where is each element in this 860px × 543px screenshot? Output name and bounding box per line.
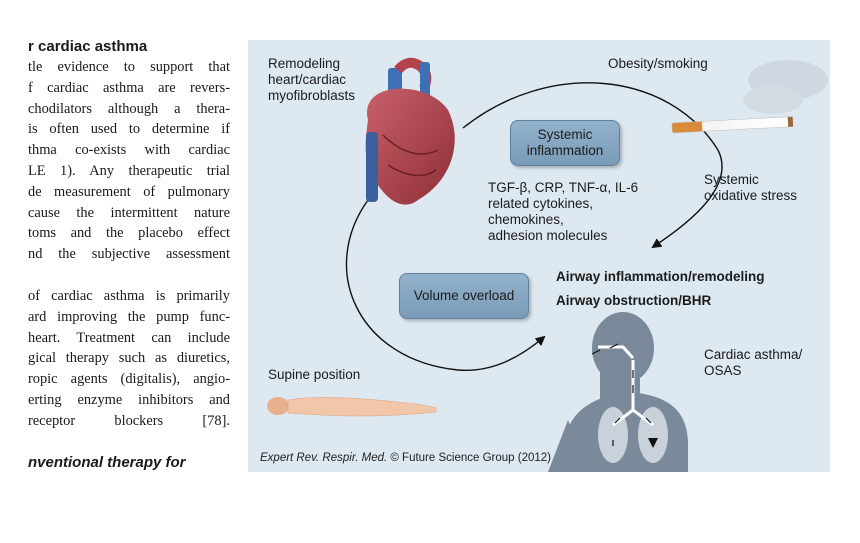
text-line: tle evidence to support that (28, 59, 230, 75)
text-line: of cardiac asthma is primarily (28, 288, 230, 304)
oxidative-stress-label: Systemic oxidative stress (704, 172, 798, 203)
smoke-cloud (743, 60, 828, 114)
figure-caption: Expert Rev. Respir. Med. © Future Scienc… (260, 452, 551, 464)
caption-copyright: © Future Science Group (2012) (387, 452, 551, 464)
caption-journal: Expert Rev. Respir. Med. (260, 452, 388, 464)
airway-inflammation-label: Airway inflammation/remodeling (556, 269, 765, 284)
article-text-column: r cardiac asthma tle evidence to support… (0, 38, 240, 478)
text-line: heart. Treatment can include (28, 329, 230, 346)
text-line: chodilators although a thera- (28, 100, 230, 117)
supine-body-illustration (267, 397, 437, 417)
systemic-inflammation-box: Systemic inflammation (510, 120, 620, 166)
text-line: thma co-exists with cardiac (28, 142, 230, 159)
cytokines-label: TGF-β, CRP, TNF-α, IL-6 related cytokine… (488, 180, 639, 243)
supine-position-label: Supine position (268, 367, 361, 382)
text-line: gical therapy such as diuretics, (28, 350, 230, 367)
heart-illustration (365, 57, 455, 205)
cigarette-illustration (671, 116, 794, 134)
cardiac-asthma-label: Cardiac asthma/ OSAS (704, 347, 803, 378)
volume-overload-box: Volume overload (399, 273, 529, 319)
figure-panel: Remodeling heart/cardiac myofibroblasts … (248, 40, 830, 472)
text-line: cause the intermittent nature (28, 204, 230, 221)
text-line: nd the subjective assessment (28, 246, 230, 263)
text-line: toms and the placebo effect (28, 225, 230, 242)
airway-obstruction-label: Airway obstruction/BHR (556, 293, 712, 308)
section-heading: r cardiac asthma (28, 38, 148, 55)
cycle-arrow-top (462, 82, 723, 249)
cycle-arrow-left (345, 199, 546, 371)
text-line: erting enzyme inhibitors and (28, 392, 230, 408)
lungs-illustration (591, 343, 668, 463)
text-line: f cardiac asthma are revers- (28, 79, 230, 96)
obesity-smoking-label: Obesity/smoking (608, 56, 708, 71)
remodeling-heart-label: Remodeling heart/cardiac myofibroblasts (268, 56, 356, 103)
figure-graphics (267, 57, 828, 472)
text-line: is often used to determine if (28, 121, 230, 138)
text-line: ropic agents (digitalis), angio- (28, 371, 230, 388)
text-line: de measurement of pulmonary (28, 183, 230, 200)
text-line: LE 1). Any therapeutic trial (28, 163, 230, 179)
text-line: ard improving the pump func- (28, 308, 230, 325)
text-line: receptor blockers [78]. (28, 412, 230, 429)
section-heading-next: nventional therapy for (28, 454, 186, 471)
